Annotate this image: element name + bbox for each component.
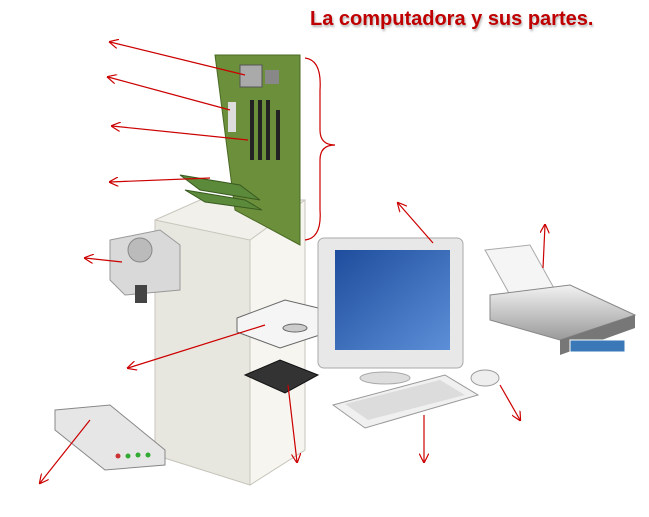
cpu [239,64,263,88]
label-arrows [40,42,545,483]
power-supply [109,229,181,303]
keyboard [331,374,480,429]
arrow [85,258,123,262]
modem [54,404,166,471]
arrow [40,419,91,483]
motherboard [179,54,301,246]
hard-drive [243,359,320,394]
arrow [287,384,297,462]
monitor-screen [335,250,450,350]
mouse [470,369,500,387]
arrow [398,203,434,244]
arrow [110,42,246,76]
arrow [112,126,249,141]
brace [304,57,336,241]
printer [484,244,637,355]
arrow [108,77,231,111]
page-title: La computadora y sus partes. [310,8,594,30]
expansion-card [179,174,261,201]
monitor [317,237,464,385]
arrow [543,225,545,269]
arrow [499,384,520,420]
arrow [128,324,266,368]
arrow [110,178,211,182]
